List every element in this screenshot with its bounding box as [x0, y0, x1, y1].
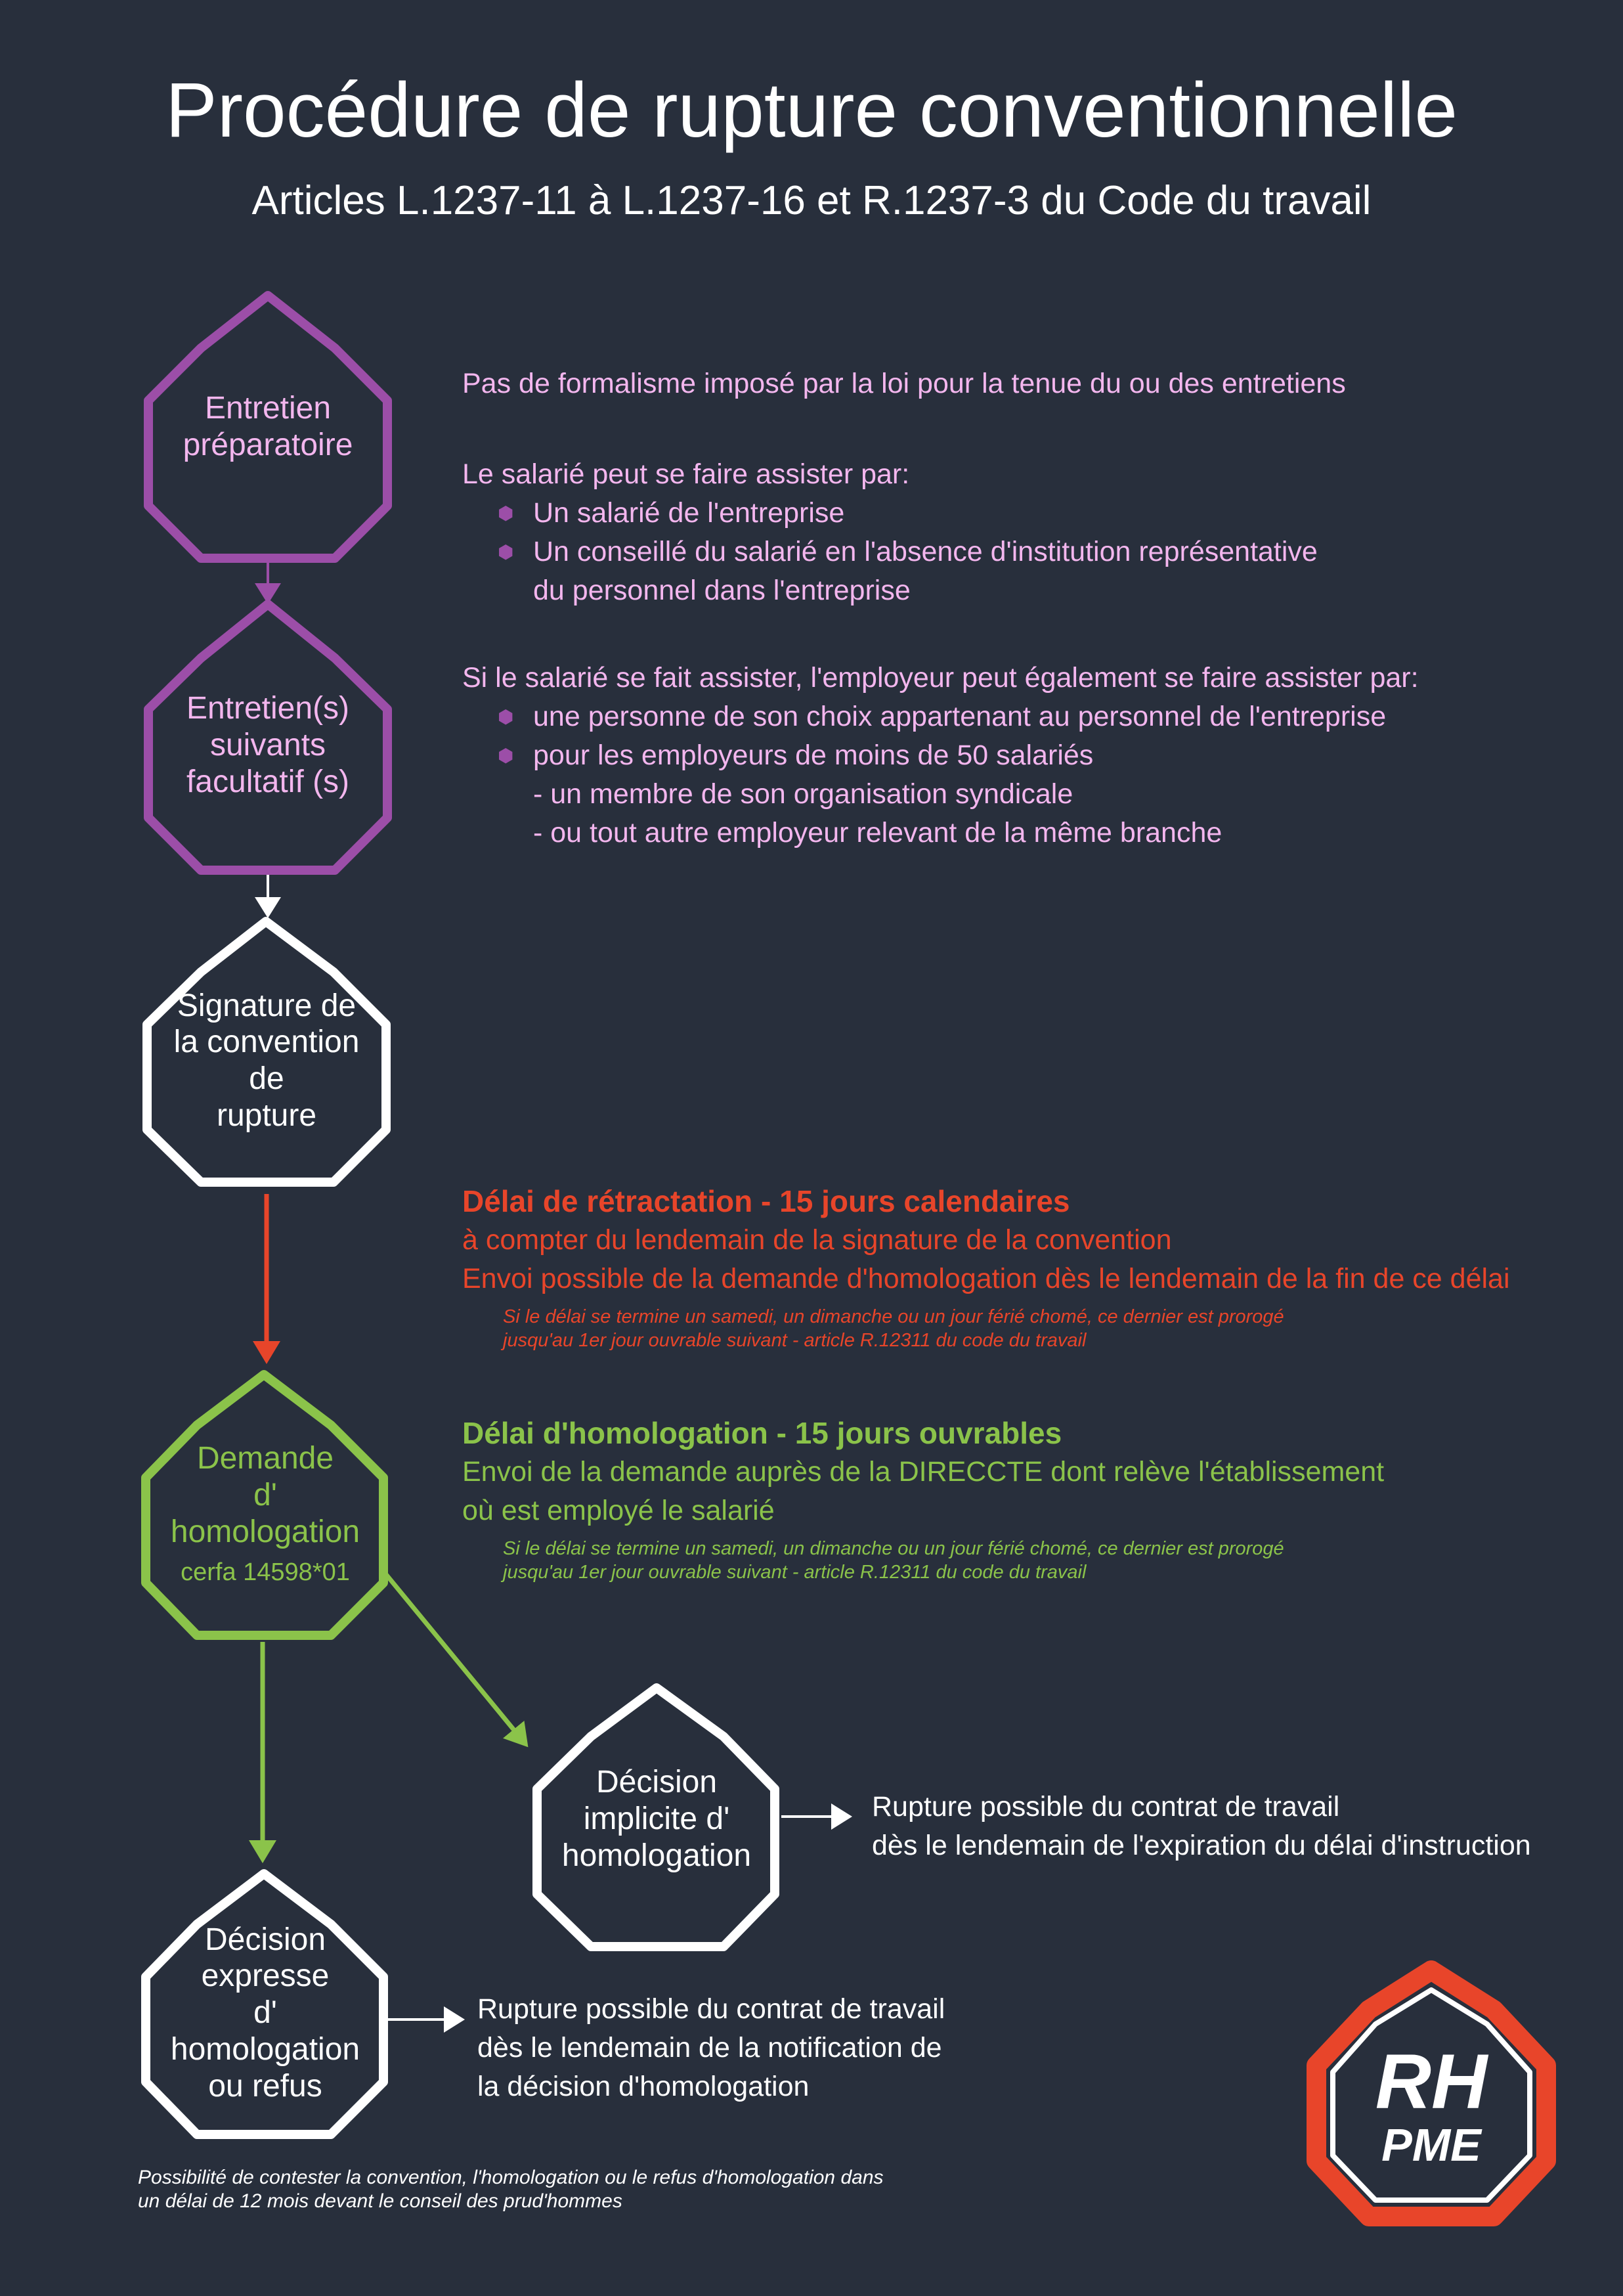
step-signature-convention: Signature de la convention de rupture	[150, 965, 383, 1156]
step-label-line: homologation	[170, 1514, 360, 1549]
step-label-line: homologation	[170, 2031, 360, 2067]
footnote: Possibilité de contester la convention, …	[138, 2166, 1057, 2213]
hexagon-decision-expresse	[141, 1869, 388, 2139]
retractation-line-1: à compter du lendemain de la signature d…	[462, 1224, 1172, 1256]
salarie-option-1: Un salarié de l'entreprise	[462, 494, 1591, 533]
step-label-line: expresse	[201, 1958, 330, 1994]
homologation-heading: Délai d'homologation - 15 jours ouvrable…	[462, 1416, 1062, 1450]
salarie-option-2-cont: du personnel dans l'entreprise	[533, 575, 911, 606]
homologation-line-2: où est employé le salarié	[462, 1495, 775, 1526]
step-decision-expresse: Décision expresse d' homologation ou ref…	[148, 1908, 382, 2118]
employeur-option-1: une personne de son choix appartenant au…	[462, 697, 1605, 736]
employeur-intro: Si le salarié se fait assister, l'employ…	[462, 662, 1419, 694]
step-label-line: ou refus	[208, 2068, 322, 2104]
step-label-line: rupture	[216, 1097, 317, 1133]
cerfa-number: cerfa 14598*01	[181, 1558, 350, 1587]
step-label-line: Entretien(s)	[186, 691, 350, 726]
homologation-note-2: jusqu'au 1er jour ouvrable suivant - art…	[503, 1562, 1087, 1583]
page-title: Procédure de rupture conventionnelle	[165, 67, 1458, 154]
logo-rh: RH	[1375, 2039, 1488, 2125]
logo-hexagon-inner	[1330, 1987, 1532, 2203]
employeur-sub-1: - un membre de son organisation syndical…	[533, 778, 1073, 810]
footnote-line-2: un délai de 12 mois devant le conseil de…	[138, 2190, 622, 2212]
arrow-demande-to-implicite	[380, 1568, 529, 1748]
step-label-line: Décision	[595, 1765, 718, 1800]
homologation-line-1: Envoi de la demande auprès de la DIRECCT…	[462, 1456, 1385, 1488]
page-subtitle: Articles L.1237-11 à L.1237-16 et R.1237…	[251, 178, 1372, 223]
retractation-block: Délai de rétractation - 15 jours calenda…	[462, 1182, 1618, 1352]
homologation-block: Délai d'homologation - 15 jours ouvrable…	[462, 1414, 1618, 1584]
hexagon-entretiens-suivants	[144, 600, 392, 875]
step-entretien-preparatoire: Entretien préparatoire	[151, 342, 385, 512]
step-label-line: préparatoire	[183, 428, 353, 462]
step-label-line: Décision	[204, 1922, 326, 1957]
employeur-sub-2: - ou tout autre employeur relevant de la…	[533, 817, 1223, 849]
step-label-line: Entretien	[204, 391, 332, 426]
expresse-result-line-2: dès le lendemain de la notification de	[477, 2032, 942, 2064]
hexagon-decision-implicite	[532, 1683, 779, 1951]
employeur-option-2: pour les employeurs de moins de 50 salar…	[462, 736, 1605, 775]
salarie-option-2: Un conseillé du salarié en l'absence d'i…	[462, 533, 1591, 571]
implicite-result-line-2: dès le lendemain de l'expiration du déla…	[872, 1830, 1531, 1861]
step-label-line: de	[249, 1061, 284, 1096]
step-label-line: facultatif (s)	[186, 764, 350, 799]
step-label-line: Demande	[196, 1441, 334, 1476]
hexagon-demande-homologation	[141, 1370, 388, 1640]
formalisme-text: Pas de formalisme imposé par la loi pour…	[462, 368, 1346, 399]
implicite-result-line-1: Rupture possible du contrat de travail	[872, 1791, 1340, 1822]
retractation-heading: Délai de rétractation - 15 jours calenda…	[462, 1184, 1070, 1218]
expresse-result-line-1: Rupture possible du contrat de travail	[477, 1993, 945, 2025]
step-label-line: d'	[253, 1995, 277, 2031]
salarie-intro: Le salarié peut se faire assister par:	[462, 458, 910, 490]
expresse-result: Rupture possible du contrat de travail d…	[477, 1990, 1068, 2106]
salarie-assistance-block: Le salarié peut se faire assister par: U…	[462, 455, 1591, 610]
retractation-note-2: jusqu'au 1er jour ouvrable suivant - art…	[503, 1330, 1087, 1351]
step-label-line: Signature de	[177, 988, 357, 1023]
retractation-note-1: Si le délai se termine un samedi, un dim…	[503, 1306, 1284, 1327]
hexagon-entretien-preparatoire	[144, 291, 392, 563]
retractation-line-2: Envoi possible de la demande d'homologat…	[462, 1263, 1510, 1294]
employeur-assistance-block: Si le salarié se fait assister, l'employ…	[462, 659, 1605, 852]
implicite-result: Rupture possible du contrat de travail d…	[872, 1788, 1607, 1865]
step-entretiens-suivants: Entretien(s) suivants facultatif (s)	[151, 660, 385, 831]
step-demande-homologation: Demande d' homologation cerfa 14598*01	[148, 1415, 382, 1612]
step-label-line: la convention	[173, 1025, 360, 1060]
hexagon-signature	[142, 917, 391, 1187]
step-label-line: implicite d'	[583, 1801, 730, 1837]
step-decision-implicite: Décision implicite d' homologation	[540, 1734, 773, 1905]
step-label-line: d'	[253, 1478, 277, 1513]
logo-pme: PME	[1381, 2119, 1481, 2171]
homologation-note-1: Si le délai se termine un samedi, un dim…	[503, 1538, 1284, 1559]
step-label-line: suivants	[209, 728, 326, 763]
step-label-line: homologation	[561, 1838, 752, 1873]
expresse-result-line-3: la décision d'homologation	[477, 2071, 810, 2102]
logo-hexagon	[1307, 1960, 1556, 2226]
footnote-line-1: Possibilité de contester la convention, …	[138, 2167, 884, 2188]
